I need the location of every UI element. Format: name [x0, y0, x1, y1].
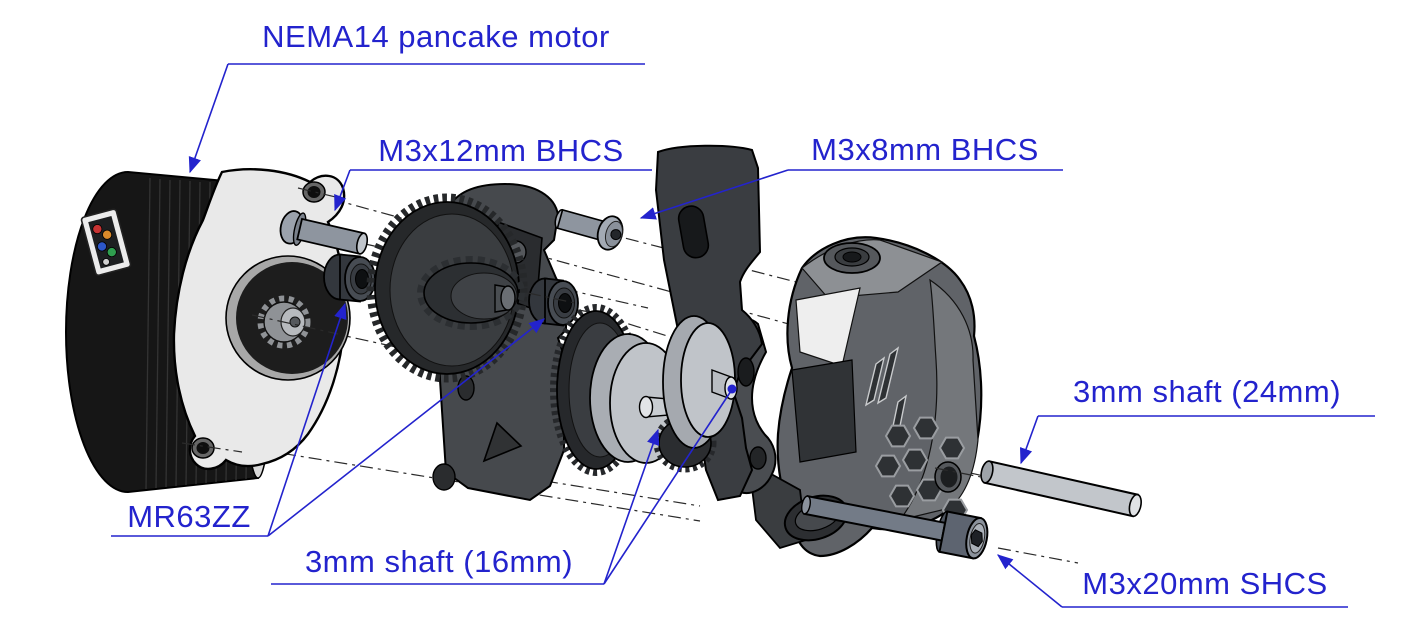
- label-shaft-16mm: 3mm shaft (16mm): [305, 544, 573, 579]
- motor-leader: [188, 63, 229, 174]
- hex-socket: [970, 529, 983, 548]
- bearing-leader-2: [267, 318, 546, 537]
- label-shaft-24mm: 3mm shaft (24mm): [1073, 374, 1341, 409]
- label-mr63zz: MR63ZZ: [127, 499, 251, 534]
- nema14-motor: [65, 168, 351, 494]
- extruder-body: [751, 236, 983, 558]
- m3x12-screw: [279, 210, 369, 255]
- bhcs8-leader: [639, 169, 789, 220]
- shaft-16mm-a-face: [638, 395, 654, 419]
- m3x20-screw: [801, 494, 989, 560]
- shaft-24mm: [980, 460, 1142, 518]
- pinion-gear: [257, 295, 311, 349]
- mr63zz-bearing-2: [528, 277, 579, 327]
- body-shaft-hole: [934, 461, 962, 493]
- bearing-leader-1: [267, 302, 347, 537]
- shaft16-leader-1: [603, 428, 660, 585]
- centerline-overlays: [181, 187, 987, 479]
- shaft24-leader: [1019, 415, 1039, 465]
- shaft16-leader-2: [603, 390, 732, 585]
- motor-wire-connector: [80, 208, 132, 277]
- bracket-oval-hole: [737, 357, 755, 387]
- latch-arm-hole: [749, 446, 767, 470]
- printed-dual-gear: [366, 193, 528, 383]
- label-m3x12-bhcs: M3x12mm BHCS: [378, 133, 623, 168]
- gear-hub-face: [500, 285, 516, 311]
- housing-triangle-cutout: [482, 421, 523, 463]
- body-inner-cavity: [791, 359, 857, 463]
- shcs20-leader: [997, 554, 1063, 608]
- bracket-slot-hole: [677, 205, 710, 259]
- brand-logo: [864, 346, 908, 433]
- label-m3x20-shcs: M3x20mm SHCS: [1082, 566, 1327, 601]
- filament-entry-boss: [823, 242, 881, 274]
- label-nema14-motor: NEMA14 pancake motor: [262, 19, 610, 54]
- callout-lines: [111, 63, 1375, 608]
- motor-ear-hole-bottom: [191, 437, 215, 459]
- m3x8-screw: [554, 208, 624, 251]
- label-m3x8-bhcs: M3x8mm BHCS: [811, 132, 1039, 167]
- housing-bottom-hole: [432, 463, 456, 491]
- callout-labels: NEMA14 pancake motor M3x12mm BHCS M3x8mm…: [127, 19, 1341, 601]
- motor-ear-hole-top: [302, 181, 326, 203]
- bhcs12-leader: [334, 169, 351, 212]
- housing-oval-hole: [457, 375, 475, 401]
- shaft16-leader-dot: [727, 384, 737, 394]
